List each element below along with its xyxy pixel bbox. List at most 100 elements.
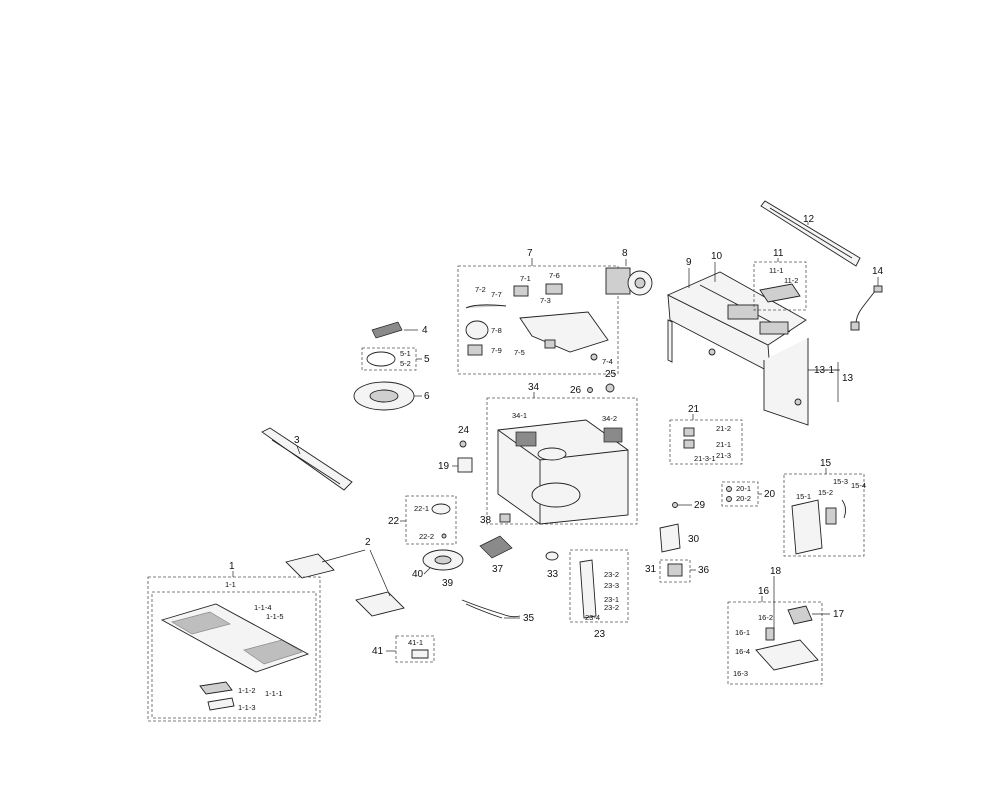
part-31-36: 31 36 (645, 559, 710, 583)
part-23-group: 23 23-2 23-3 23-1 23-2 23-4 (569, 549, 629, 640)
part-34-cavity: 34 34-1 34-2 (486, 382, 638, 525)
label-7-4: 7-4 (602, 357, 613, 366)
part-35-harness: 35 (461, 599, 535, 624)
label-7-7: 7-7 (491, 290, 502, 299)
part-41-group: 41 41-1 (372, 635, 435, 663)
label-33: 33 (547, 569, 559, 580)
label-20-1: 20-1 (736, 484, 751, 493)
label-5-1: 5-1 (400, 349, 411, 358)
label-21-3: 21-3 (716, 451, 731, 460)
label-20-2: 20-2 (736, 494, 751, 503)
label-39: 39 (442, 578, 454, 589)
label-41: 41 (372, 646, 384, 657)
part-15-group: 15 15-3 15-4 15-2 15-1 (783, 458, 866, 557)
label-7: 7 (527, 248, 533, 259)
label-23: 23 (594, 629, 606, 640)
part-22-group: 22 22-1 22-2 (388, 495, 457, 545)
label-16-3: 16-3 (733, 669, 748, 678)
label-16: 16 (758, 586, 770, 597)
label-37: 37 (492, 564, 504, 575)
label-21: 21 (688, 404, 700, 415)
label-13-1: 13-1 (814, 365, 834, 376)
label-1-1-5: 1-1-5 (266, 612, 284, 621)
part-38: 38 (480, 513, 511, 526)
label-5: 5 (424, 354, 430, 365)
label-34-1: 34-1 (512, 411, 527, 420)
label-1-1-1: 1-1-1 (265, 689, 283, 698)
part-33: 33 (545, 551, 559, 580)
label-22: 22 (388, 516, 400, 527)
part-8-fan: 8 (605, 248, 653, 296)
part-2-filters: 2 (285, 537, 405, 617)
part-26: 26 (570, 385, 593, 396)
part-20-group: 20-1 20-2 20 (721, 481, 776, 507)
label-15-4: 15-4 (851, 481, 866, 490)
label-31: 31 (645, 564, 657, 575)
label-23-2a: 23-2 (604, 570, 619, 579)
label-1-1-2: 1-1-2 (238, 686, 256, 695)
label-38: 38 (480, 515, 492, 526)
part-1-group: 1 1-1 1-1-4 1-1-5 1-1-2 1-1-1 1-1-3 (147, 561, 321, 722)
label-21-1: 21-1 (716, 440, 731, 449)
label-15-1: 15-1 (796, 492, 811, 501)
label-21-3-1: 21-3-1 (694, 454, 716, 463)
part-4: 4 (371, 321, 428, 339)
label-7-2: 7-2 (475, 285, 486, 294)
label-23-1: 23-1 (604, 595, 619, 604)
label-34-2: 34-2 (602, 414, 617, 423)
label-17: 17 (833, 609, 845, 620)
part-17: 17 (787, 605, 845, 625)
part-7-group: 7 7-1 7-2 7-3 7-4 7-5 7-6 7-7 7-8 7-9 (457, 248, 619, 375)
label-7-1: 7-1 (520, 274, 531, 283)
label-21-2: 21-2 (716, 424, 731, 433)
label-22-2: 22-2 (419, 532, 434, 541)
label-20: 20 (764, 489, 776, 500)
label-16-1: 16-1 (735, 628, 750, 637)
part-39-40-roller: 40 39 (412, 549, 464, 589)
label-40: 40 (412, 569, 424, 580)
label-18: 18 (770, 566, 782, 577)
label-19: 19 (438, 461, 450, 472)
label-36: 36 (698, 565, 710, 576)
label-22-1: 22-1 (414, 504, 429, 513)
label-25: 25 (605, 369, 617, 380)
label-8: 8 (622, 248, 628, 259)
part-14-harness: 14 (850, 266, 884, 331)
label-7-6: 7-6 (549, 271, 560, 280)
label-34: 34 (528, 382, 540, 393)
part-16-group: 16 16-2 16-1 16-4 16-3 18 (727, 566, 823, 685)
label-23-3: 23-3 (604, 581, 619, 590)
part-30: 30 (659, 523, 700, 553)
label-16-2: 16-2 (758, 613, 773, 622)
part-11-group: 11 11-1 11-2 (753, 248, 807, 311)
label-5-2: 5-2 (400, 359, 411, 368)
part-19: 19 (438, 457, 473, 473)
label-13: 13 (842, 373, 854, 384)
label-1-1: 1-1 (225, 580, 236, 589)
label-9: 9 (686, 257, 692, 268)
label-15: 15 (820, 458, 832, 469)
label-30: 30 (688, 534, 700, 545)
part-37: 37 (479, 535, 513, 575)
label-7-5: 7-5 (514, 348, 525, 357)
label-26: 26 (570, 385, 582, 396)
label-4: 4 (422, 325, 428, 336)
label-14: 14 (872, 266, 884, 277)
label-41-1: 41-1 (408, 638, 423, 647)
part-6-turntable: 6 (353, 381, 430, 411)
label-10: 10 (711, 251, 723, 262)
part-3-grille: 3 (261, 427, 353, 491)
label-11-1: 11-1 (769, 266, 783, 275)
label-16-4: 16-4 (735, 647, 750, 656)
label-7-3: 7-3 (540, 296, 551, 305)
part-13-cabinet: 9 10 13-1 13 (666, 251, 854, 426)
part-12-top-vent-bar: 12 (760, 200, 861, 267)
label-1: 1 (229, 561, 235, 572)
part-21-group: 21 21-2 21-1 21-3 21-3-1 (669, 404, 743, 465)
label-11: 11 (773, 248, 784, 259)
part-29: 29 (672, 500, 706, 511)
part-5-ring: 5-1 5-2 5 (361, 347, 430, 371)
label-24: 24 (458, 425, 470, 436)
label-11-2: 11-2 (784, 276, 798, 285)
